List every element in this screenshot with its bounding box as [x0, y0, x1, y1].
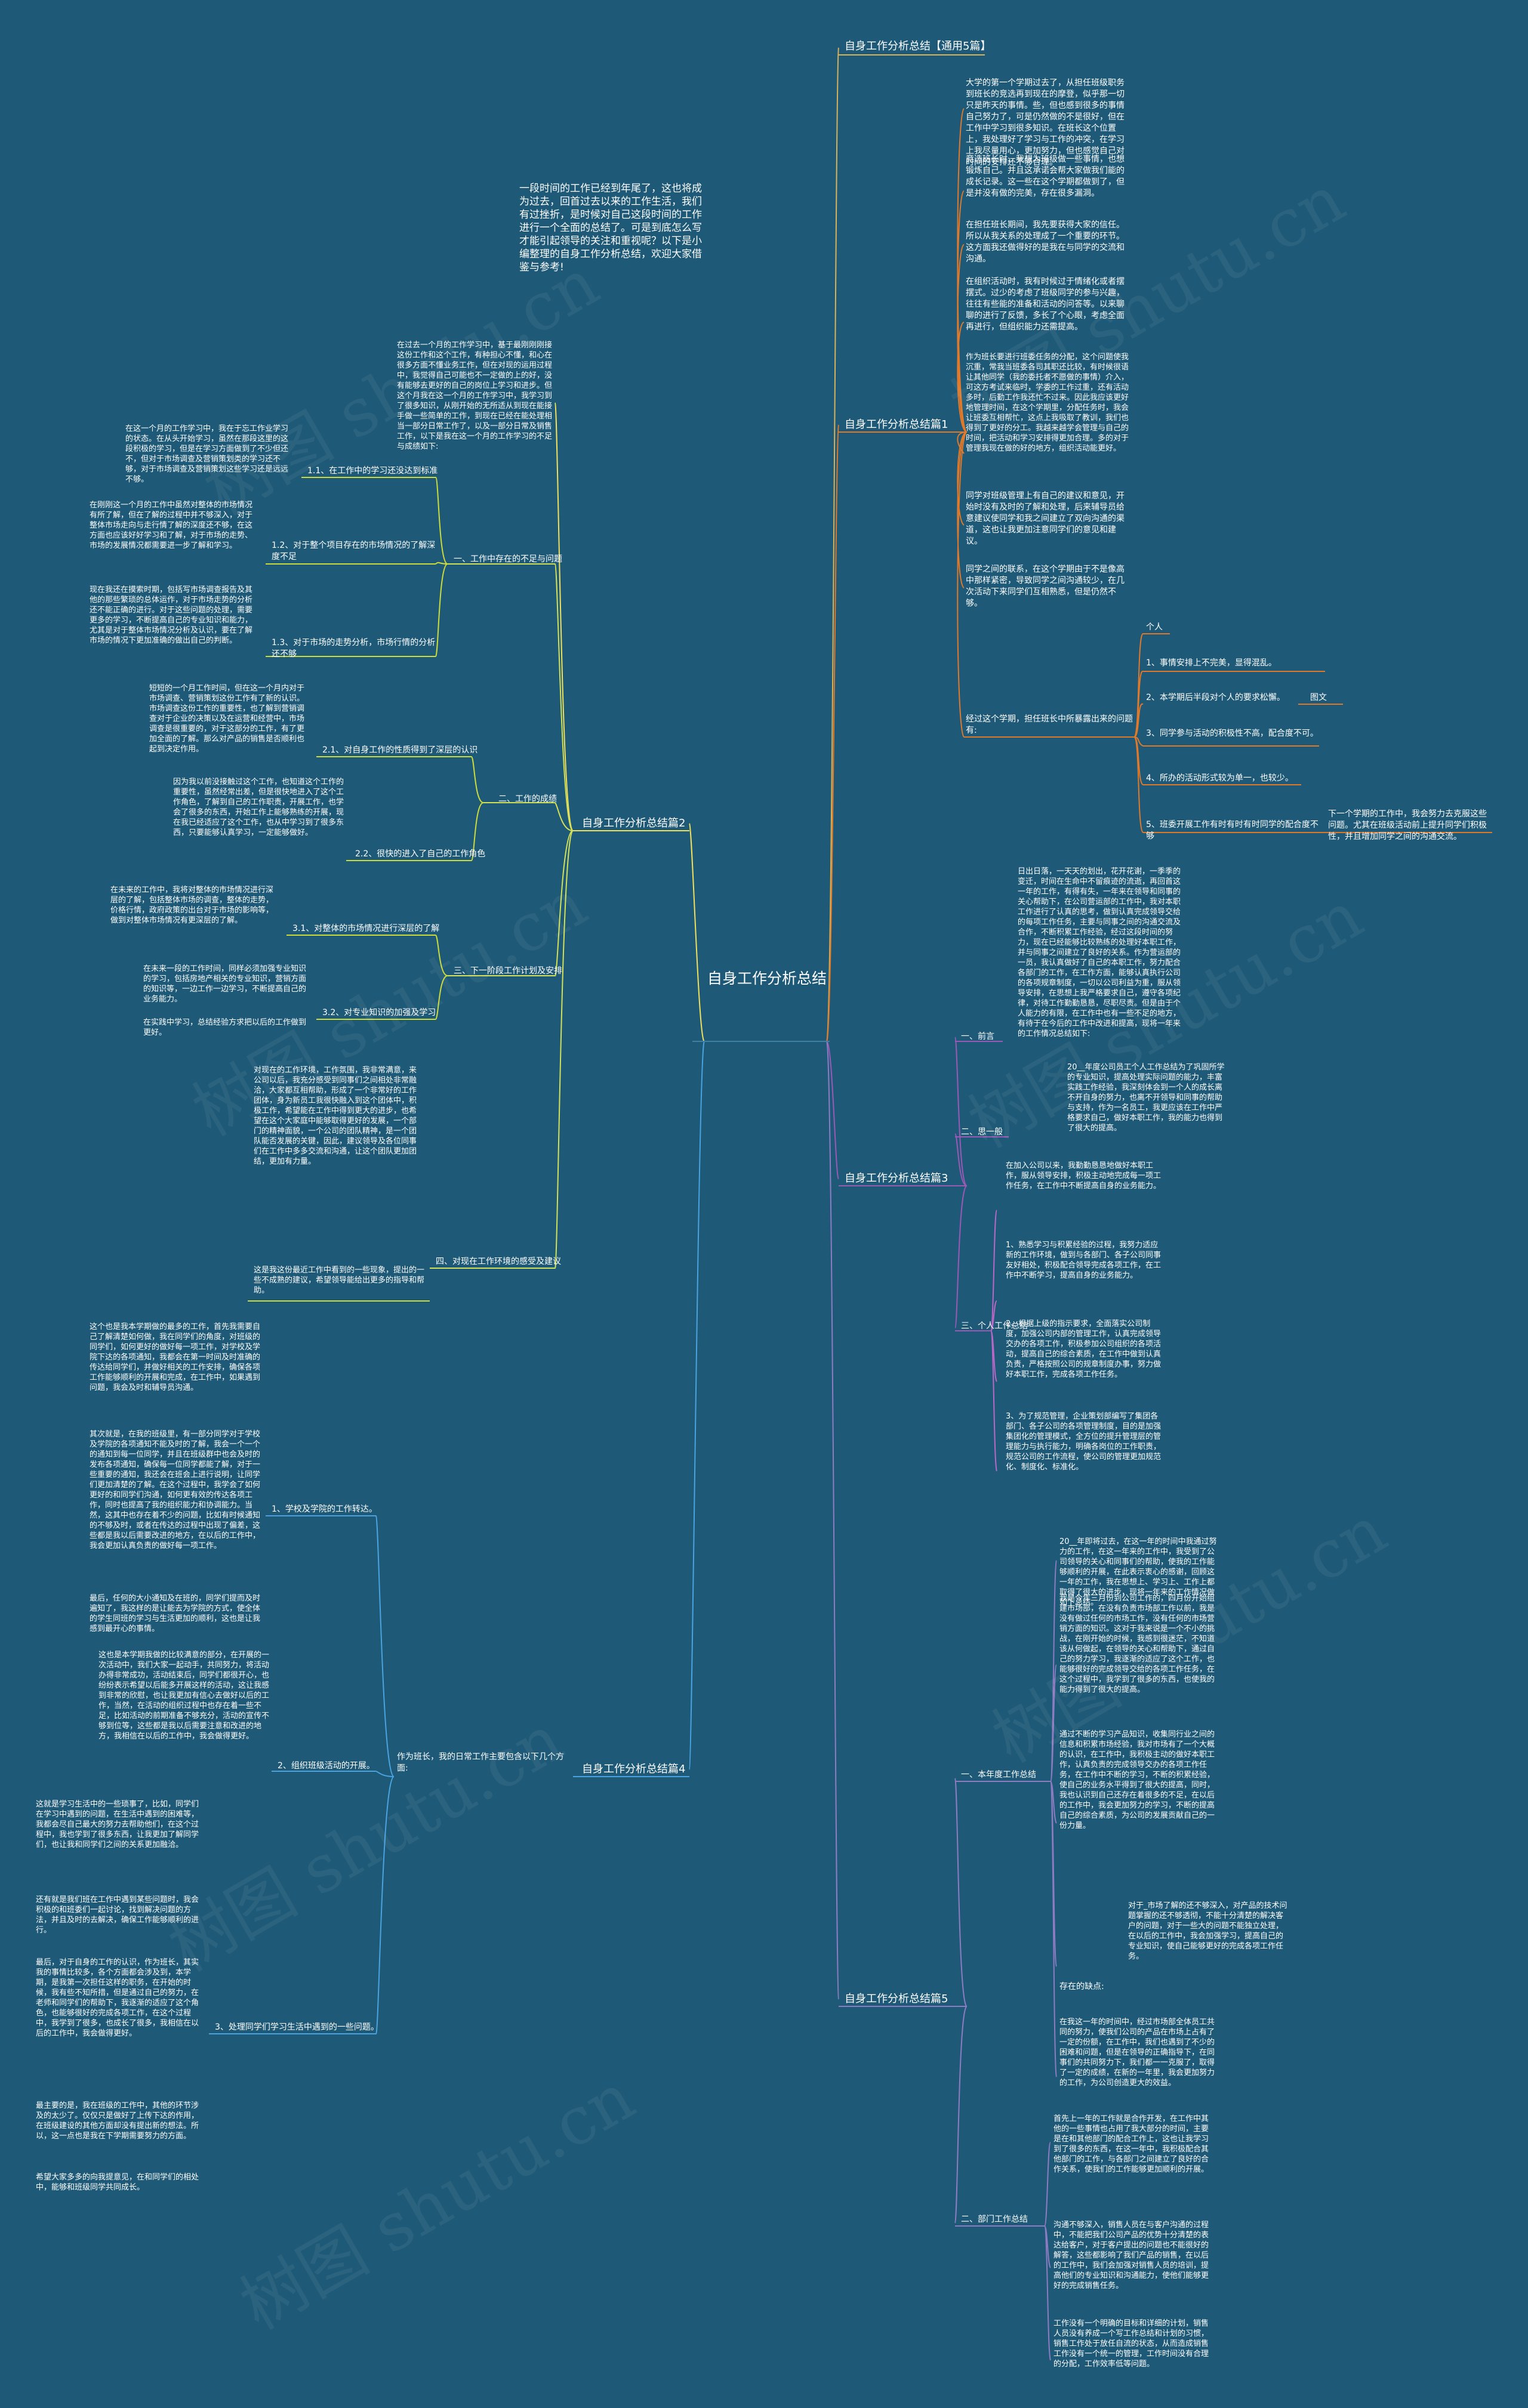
p4-sec3-text-b: 还有就是我们班在工作中遇到某些问题时，我会积极的和班委们一起讨论，找到解决问题的… [36, 1895, 199, 1935]
p3-sec3-intro: 在加入公司以来，我勤勤恳恳地做好本职工作，服从领导安排，积极主动地完成每一项工作… [1006, 1161, 1162, 1191]
p2-sec1-2-text: 在刚刚这一个月的工作中虽然对整体的市场情况有所了解，但在了解的过程中并不够深入，… [90, 501, 253, 550]
topic-pian5[interactable]: 自身工作分析总结篇5 [845, 1993, 948, 2005]
p1-leaf-f: 同学对班级管理上有自己的建议和意见，开始时没有及时的了解和处理，后来辅导员给意建… [966, 491, 1125, 546]
p5-sec1-text-c: 通过不断的学习产品知识，收集同行业之间的信息和积累市场经验，我对市场有了一个大概… [1059, 1730, 1215, 1830]
p5-sec1-text-a: 20__年即将过去，在这一年的时间中我通过努力的工作，在这一年来的工作中，我受到… [1059, 1537, 1217, 1607]
p2-sec2-1-text: 短短的一个月工作时间，但在这一个月内对于市场调查、营销策划这份工作有了新的认识。… [149, 684, 305, 754]
p1-issue-5: 5、班委开展工作有时有时有时同学的配合度不够 [1146, 820, 1318, 841]
p2-sec1[interactable]: 一、工作中存在的不足与问题 [454, 554, 562, 564]
p1-issue-2-tag: 图文 [1310, 693, 1327, 702]
p2-sec4-note: 这是我这份最近工作中看到的一些现象，提出的一些不成熟的建议，希望领导能给出更多的… [254, 1266, 425, 1295]
p2-sec1-3-text: 现在我还在摸索时期，包括写市场调查报告及其他的那些繁琐的总体运作，对于市场走势的… [90, 585, 253, 645]
p2-sec4[interactable]: 四、对现在工作环境的感受及建议 [436, 1257, 561, 1266]
p4-sec3-text-c: 最后，对于自身的工作的认识，作为班长，其实我的事情比较多，各个方面都会涉及到，本… [36, 1958, 199, 2038]
p3-sec3-item2: 2、根据上级的指示要求，全面落实公司制度，加强公司内部的管理工作，认真完成领导交… [1006, 1319, 1162, 1379]
p5-sec1-text-d: 对于_市场了解的还不够深入，对产品的技术问题掌握的还不够透彻，不能十分清楚的解决… [1128, 1901, 1287, 1961]
p1-leaf-d: 在组织活动时，我有时候过于情绪化或者摆摆式。过少的考虑了班级同学的参与兴趣，往往… [966, 277, 1125, 332]
p2-sec2-1[interactable]: 2.1、对自身工作的性质得到了深层的认识 [322, 745, 478, 755]
p2-sec2-2[interactable]: 2.2、很快的进入了自己的工作角色 [355, 849, 486, 859]
p4-sec3-text-a: 这就是学习生活中的一些琐事了，比如，同学们在学习中遇到的问题，在生活中遇到的困难… [36, 1800, 199, 1849]
p2-sec3-2[interactable]: 3.2、对专业知识的加强及学习 [322, 1008, 436, 1018]
p5-sec1-text-b: 我是今年三月份到公司工作的，四月份开始组建市场部，在没有负责市场部工作以前，我是… [1059, 1594, 1215, 1694]
p3-sec2[interactable]: 二、思一般 [961, 1127, 1003, 1137]
p2-sec3-1-text: 在未来的工作中，我将对整体的市场情况进行深层的了解，包括整体市场的调查，整体的走… [110, 886, 274, 925]
p1-leaf-e: 作为班长要进行班委任务的分配，这个问题使我沉重，常我当班委各司其职还比较，有时候… [966, 353, 1129, 453]
topic-pian2[interactable]: 自身工作分析总结篇2 [582, 817, 686, 830]
p1-leaf-c: 在担任班长期间，我先要获得大家的信任。所以从我关系的处理成了一个重要的环节。这方… [966, 220, 1125, 264]
p3-sec3-item3: 3、为了规范管理，企业策划部编写了集团各部门、各子公司的各项管理制度，目的是加强… [1006, 1412, 1162, 1472]
p4-sec3[interactable]: 3、处理同学们学习生活中遇到的一些问题。 [215, 2022, 379, 2032]
intro-text: 一段时间的工作已经到年尾了，这也将成为过去，回首过去以来的工作生活，我们有过挫折… [519, 183, 702, 273]
p2-sec2[interactable]: 二、工作的成绩 [498, 794, 557, 804]
p5-sec1-weakness-label: 存在的缺点: [1059, 1982, 1104, 1991]
p4-sec2-text: 这也是本学期我做的比较满意的部分，在开展的一次活动中，我们大家一起动手，共同努力… [98, 1651, 270, 1741]
p3-sec3[interactable]: 三、个人工作总结 [961, 1321, 1028, 1331]
p4-sec1-text-c: 最后，任何的大小通知及在班的，同学们提而及时遍知了，我这样的是让能去为学院的方式… [90, 1594, 261, 1633]
p5-sec2-text-a: 首先上一年的工作就是合作开发，在工作中其他的一些事情也占用了我大部分的时间，主要… [1053, 2114, 1209, 2174]
p2-intro: 在过去一个月的工作学习中，基于最刚刚刚接这份工作和这个工作，有种担心不懂，和心在… [397, 341, 553, 451]
p1-issue-4: 4、所办的活动形式较为单一，也较少。 [1146, 773, 1293, 783]
p1-leaf-a: 大学的第一个学期过去了，从担任班级职务到班长的竞选再到现在的摩登，似乎那一切只是… [966, 78, 1125, 167]
p4-sec3-text-d: 最主要的是，我在班级的工作中，其他的环节涉及的太少了。仅仅只是做好了上传下达的作… [36, 2101, 199, 2141]
topic-pian1[interactable]: 自身工作分析总结篇1 [845, 418, 948, 431]
p1-issue-1: 1、事情安排上不完美，显得混乱。 [1146, 658, 1277, 668]
p2-sec1-2[interactable]: 1.2、对于整个项目存在的市场情况的了解深度不足 [272, 541, 436, 562]
p4-sec1-text-b: 其次就是，在我的班级里，有一部分同学对于学校及学院的各项通知不能及时的了解，我会… [90, 1430, 261, 1550]
root-topic[interactable]: 自身工作分析总结 [707, 970, 827, 987]
p3-sec2-text: 20__年度公司员工个人工作总结为了巩固所学的专业知识，提高处理实际问题的能力，… [1067, 1063, 1225, 1133]
p1-label-personal: 个人 [1146, 622, 1163, 632]
topic-pian4[interactable]: 自身工作分析总结篇4 [582, 1763, 686, 1775]
p5-sec2-text-c: 工作没有一个明确的目标和详细的计划，销售人员没有养成一个写工作总结和计划的习惯，… [1053, 2319, 1209, 2369]
p5-sec2-text-b: 沟通不够深入，销售人员在与客户沟通的过程中，不能把我们公司产品的优势十分清楚的表… [1053, 2221, 1209, 2290]
p5-sec2[interactable]: 二、部门工作总结 [961, 2215, 1028, 2224]
p4-sec2[interactable]: 2、组织班级活动的开展。 [278, 1761, 375, 1771]
p4-sec1[interactable]: 1、学校及学院的工作转达。 [272, 1504, 377, 1514]
p2-sec1-1[interactable]: 1.1、在工作中的学习还没达到标准 [307, 466, 438, 476]
p2-sec1-1-text: 在这一个月的工作学习中，我在于忘工作业学习的状态。在从头开始学习，虽然在那段这里… [125, 424, 289, 484]
p5-sec1-text-e: 在我这一年的时间中，经过市场部全体员工共同的努力，使我们公司的产品在市场上占有了… [1059, 2018, 1215, 2088]
p2-sec1-3[interactable]: 1.3、对于市场的走势分析，市场行情的分析还不够 [272, 638, 436, 659]
p1-issue-3: 3、同学参与活动的积极性不高，配合度不可。 [1146, 729, 1318, 738]
p1-leaf-g: 同学之间的联系，在这个学期由于不是像高中那样紧密，导致同学之间沟通较少，在几次活… [966, 565, 1125, 608]
p1-leaf-b: 竞选班长时，我想为班级做一些事情，也想锻炼自己。并且这承诺会帮大家做我们能的成长… [966, 155, 1125, 198]
p1-leaf-h: 经过这个学期，担任班长中所暴露出来的问题有: [966, 714, 1133, 735]
p4-sec1-text-a: 这个也是我本学期做的最多的工作，首先我需要自己了解清楚如何做，我在同学们的角度，… [90, 1322, 261, 1392]
p3-sec1-text: 日出日落，一天天的划出，花开花谢，一季季的变迁，时间在生命中不留痕迹的流逝，再回… [1018, 867, 1181, 1038]
topic-overview[interactable]: 自身工作分析总结【通用5篇】 [845, 40, 991, 53]
p1-issue-5-note: 下一个学期的工作中，我会努力去克服这些问题。尤其在班级活动前上提升同学们积极性，… [1328, 809, 1487, 841]
p2-sec3-3-text: 在实践中学习，总结经验方求把以后的工作做到更好。 [143, 1018, 307, 1037]
p2-sec2-2-text: 因为我以前没接触过这个工作，也知道这个工作的重要性，虽然经常出差，但是很快地进入… [173, 778, 344, 837]
p5-sec1[interactable]: 一、本年度工作总结 [961, 1770, 1036, 1780]
p2-sec3[interactable]: 三、下一阶段工作计划及安排 [454, 966, 562, 976]
p4-intro: 作为班长，我的日常工作主要包含以下几个方面: [397, 1752, 564, 1773]
p2-sec4-text: 对现在的工作环境，工作氛围，我非常满意，来公司以后，我充分感受到同事们之间相处非… [254, 1066, 417, 1166]
p1-issue-2: 2、本学期后半段对个人的要求松懈。 [1146, 693, 1285, 702]
p3-sec3-item1: 1、熟悉学习与积累经验的过程，我努力适应新的工作环境，做到与各部门、各子公司同事… [1006, 1241, 1162, 1280]
p4-sec3-text-e: 希望大家多多的向我提意见，在和同学们的相处中，能够和班级同学共同成长。 [36, 2173, 199, 2192]
p2-sec3-1[interactable]: 3.1、对整体的市场情况进行深层的了解 [292, 924, 440, 933]
topic-pian3[interactable]: 自身工作分析总结篇3 [845, 1172, 948, 1185]
p2-sec3-2-text: 在未来一段的工作时间，同样必须加强专业知识的学习，包括房地产相关的专业知识，营销… [143, 964, 307, 1004]
p3-sec1[interactable]: 一、前言 [961, 1032, 994, 1041]
